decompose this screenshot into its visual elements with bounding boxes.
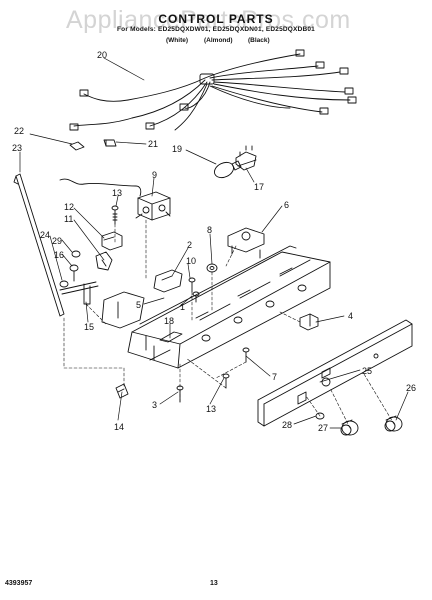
callout-17: 17 [254, 182, 264, 192]
screw-7 [242, 347, 250, 363]
callout-23: 23 [12, 143, 22, 153]
callout-28: 28 [282, 420, 292, 430]
light-switch [153, 269, 183, 293]
callout-7: 7 [272, 372, 277, 382]
watermark: AppliancePartsPros.com [66, 6, 351, 34]
callout-26: 26 [406, 383, 416, 393]
screw-13-upper [111, 205, 119, 225]
control-panel [257, 319, 413, 427]
control-housing [127, 245, 331, 369]
callout-labels: 20 22 21 23 19 17 9 13 12 11 6 24 29 16 … [12, 50, 416, 433]
wire-tie [103, 139, 117, 147]
leader-lines [19, 57, 409, 429]
callout-21: 21 [148, 139, 158, 149]
damper-cover [101, 291, 145, 329]
color-almond-label: (Almond) [204, 37, 233, 44]
screw-13-lower [222, 373, 230, 389]
harness-clip [69, 141, 85, 151]
callout-11: 11 [64, 214, 73, 224]
callout-27: 27 [318, 423, 328, 433]
screw-1 [192, 291, 200, 303]
light-socket [235, 145, 257, 171]
thermostat [135, 191, 171, 221]
callout-25: 25 [362, 366, 372, 376]
callout-29: 29 [52, 236, 62, 246]
long-rod [13, 173, 65, 317]
connector-plug [299, 313, 319, 331]
knob-26 [384, 415, 403, 432]
callout-1: 1 [180, 302, 185, 312]
callout-22: 22 [14, 126, 24, 136]
callout-14: 14 [114, 422, 124, 432]
page-number: 13 [210, 580, 218, 587]
damper-bracket [95, 231, 123, 271]
document-number: 4393957 [5, 580, 33, 587]
callout-13-upper: 13 [112, 188, 122, 198]
callout-12: 12 [64, 202, 74, 212]
light-bulb [214, 160, 242, 179]
color-black-label: (Black) [248, 37, 270, 44]
callout-5: 5 [136, 300, 141, 310]
callout-9: 9 [152, 170, 157, 180]
grommet [206, 263, 218, 273]
color-white-label: (White) [166, 37, 189, 44]
callout-18: 18 [164, 316, 174, 326]
callout-8: 8 [207, 225, 212, 235]
alignment-lines [63, 219, 395, 429]
wire-harness [69, 49, 357, 131]
sensor-tube [59, 178, 142, 197]
callout-10: 10 [186, 256, 196, 266]
callout-20: 20 [97, 50, 107, 60]
callout-16: 16 [54, 250, 64, 260]
callout-15: 15 [84, 322, 94, 332]
callout-2: 2 [187, 240, 192, 250]
callout-19: 19 [172, 144, 182, 154]
callout-13-lower: 13 [206, 404, 216, 414]
model-numbers: For Models: ED25DQXDW01, ED25DQXDN01, ED… [117, 26, 315, 33]
damper-rod-assembly [59, 250, 99, 305]
retainer-clip [115, 383, 129, 399]
callout-3: 3 [152, 400, 157, 410]
callout-6: 6 [284, 200, 289, 210]
screw-10 [188, 277, 196, 293]
callout-4: 4 [348, 311, 353, 321]
callout-24: 24 [40, 230, 50, 240]
freezer-control [227, 227, 265, 259]
diagram-title: CONTROL PARTS [158, 12, 274, 26]
